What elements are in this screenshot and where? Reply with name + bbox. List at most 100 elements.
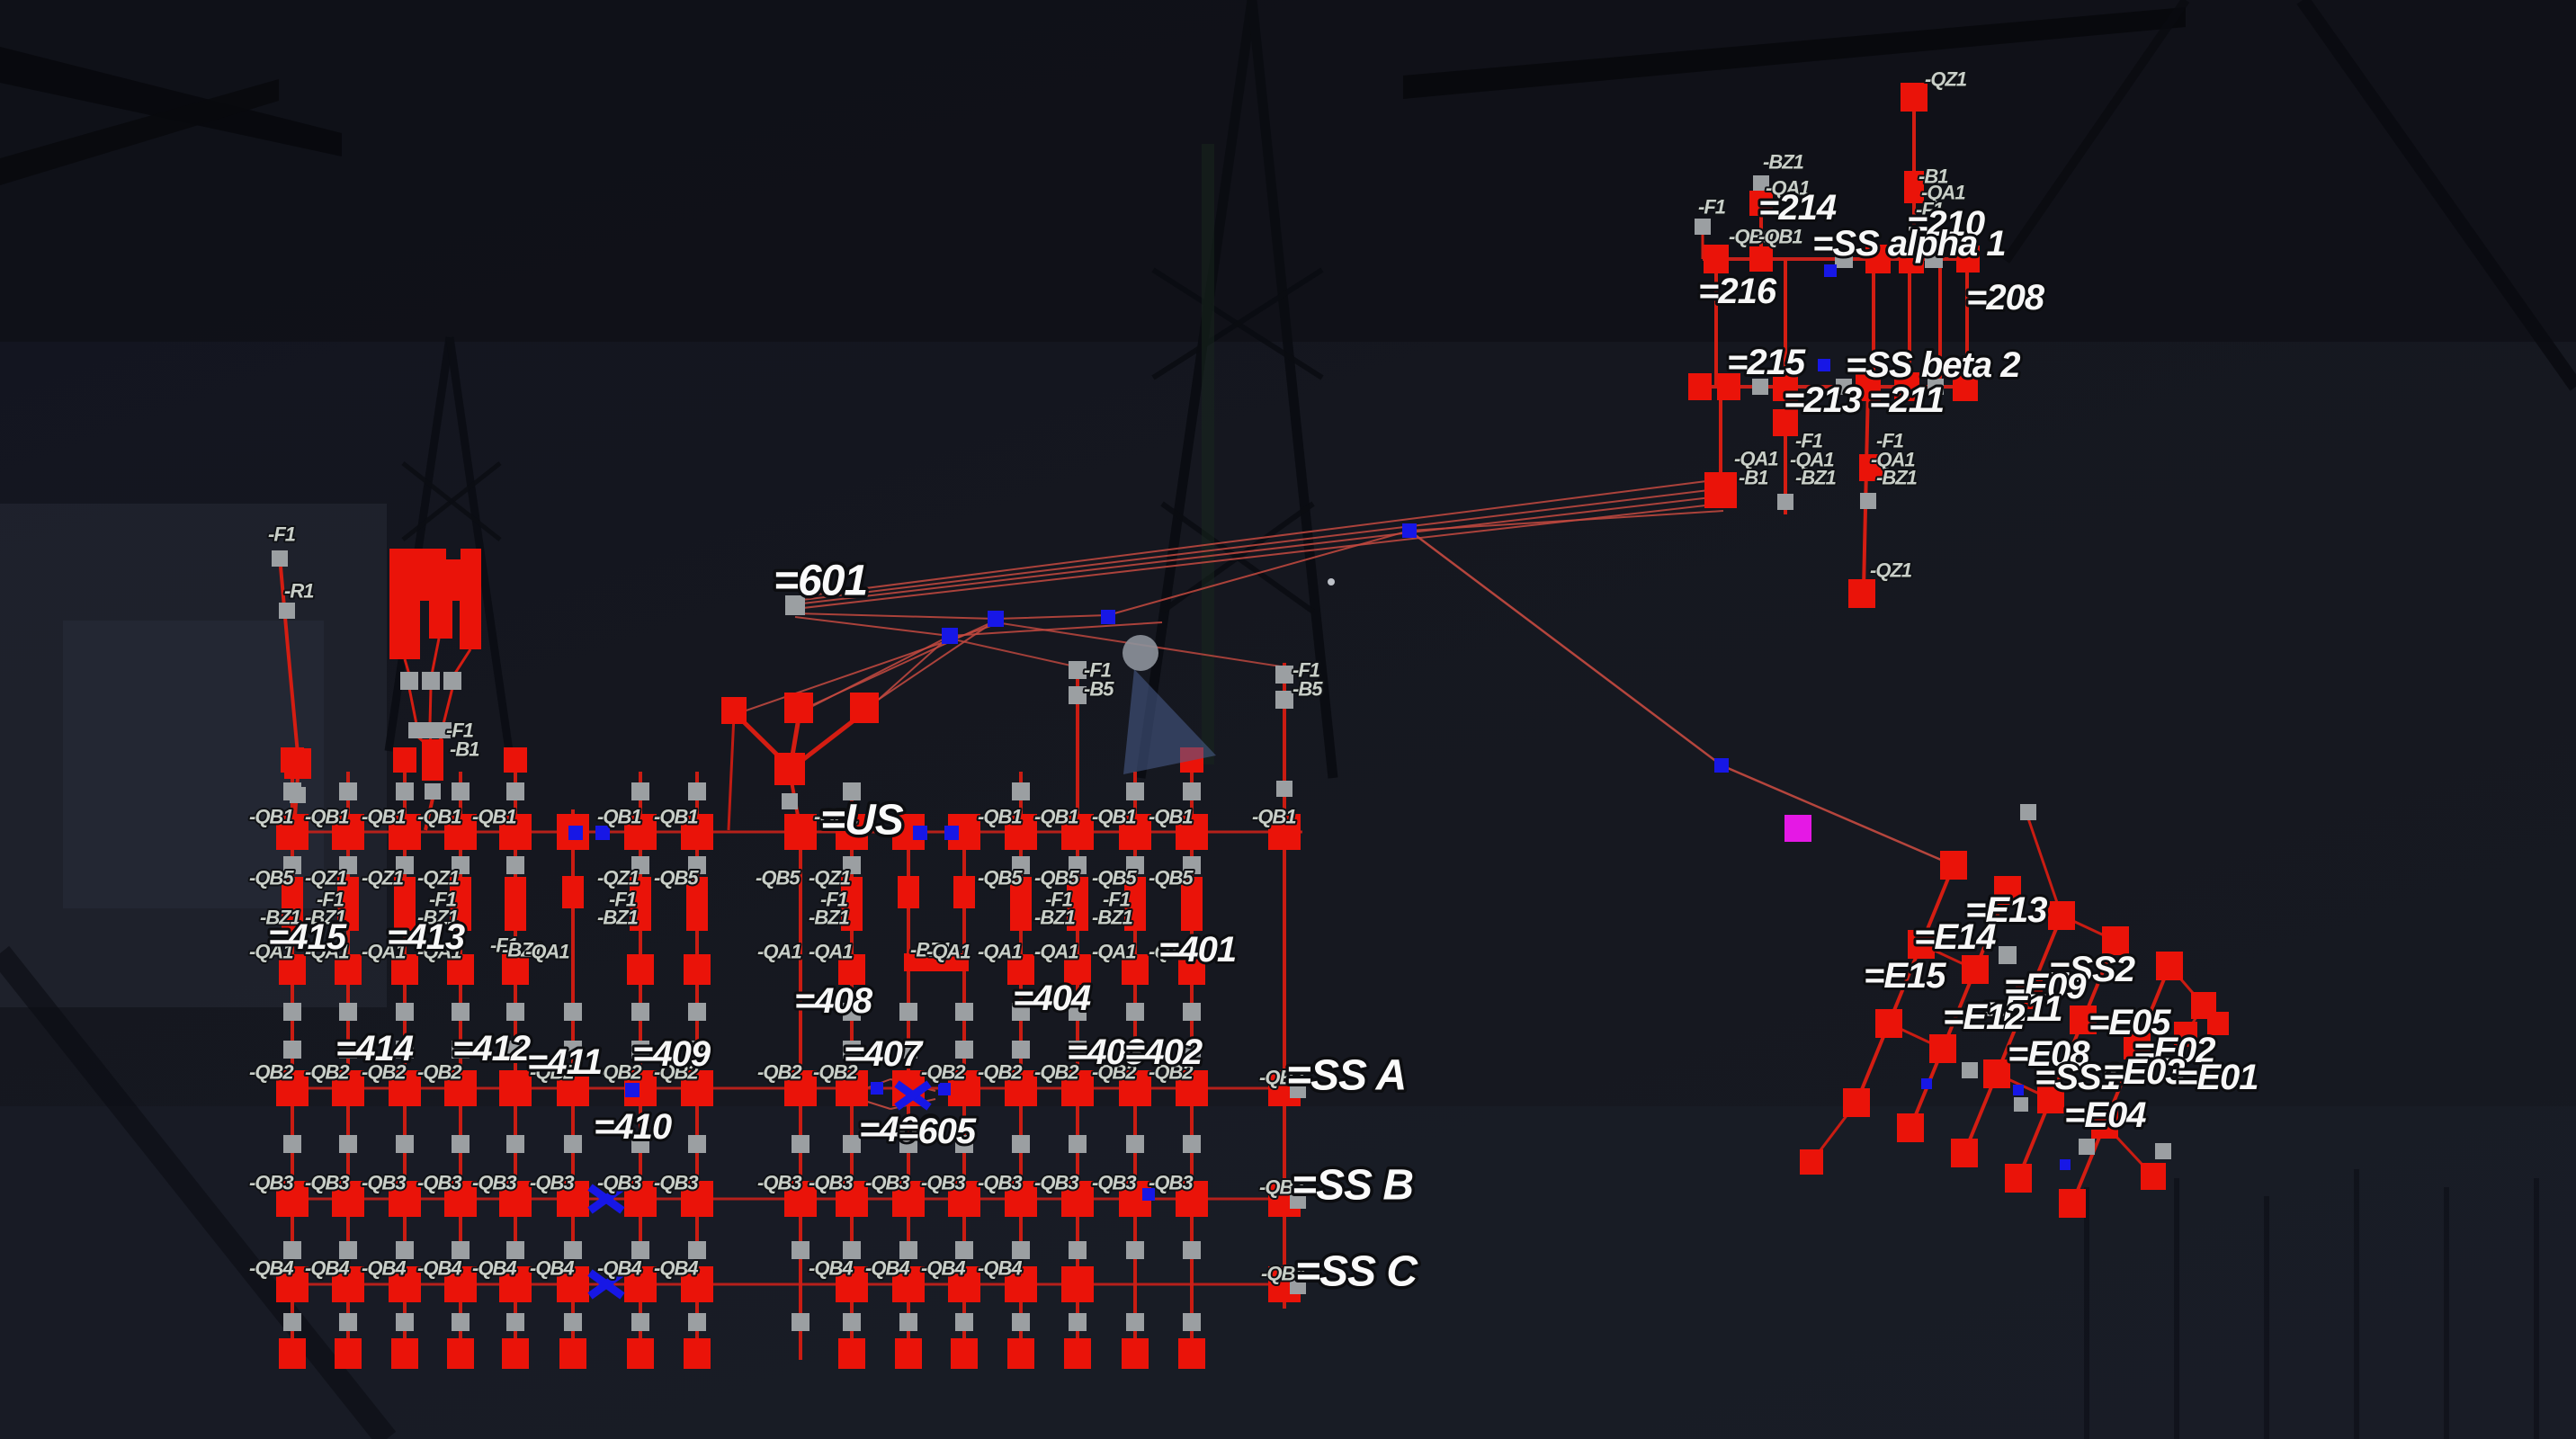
- transformer-blob[interactable]: [389, 549, 481, 659]
- junction-node[interactable]: [2013, 1085, 2024, 1095]
- isolator-node[interactable]: [283, 1135, 301, 1153]
- isolator-node[interactable]: [1069, 856, 1087, 874]
- isolator-node[interactable]: [1752, 379, 1768, 395]
- equipment-node[interactable]: [447, 954, 474, 985]
- bus-node[interactable]: [1176, 1070, 1208, 1106]
- bay-label[interactable]: =208: [1963, 275, 2049, 320]
- bay-label[interactable]: =401: [1156, 927, 1239, 972]
- bay-label[interactable]: =E03: [2100, 1050, 2188, 1095]
- isolator-node[interactable]: [955, 1241, 973, 1259]
- isolator-node[interactable]: [396, 1041, 414, 1059]
- equipment-node[interactable]: [2102, 926, 2129, 955]
- equipment-node[interactable]: [505, 877, 526, 931]
- equipment-node[interactable]: [1064, 954, 1091, 985]
- equipment-node[interactable]: [686, 877, 708, 931]
- isolator-node[interactable]: [2020, 804, 2036, 820]
- isolator-node[interactable]: [1183, 782, 1201, 800]
- bus-node[interactable]: [624, 814, 657, 850]
- equipment-node[interactable]: [1953, 372, 1978, 401]
- equipment-node[interactable]: [951, 1338, 978, 1369]
- equipment-node[interactable]: [1122, 1338, 1149, 1369]
- isolator-node[interactable]: [1012, 782, 1030, 800]
- junction-node[interactable]: [1142, 1188, 1155, 1201]
- equipment-node[interactable]: [2141, 1163, 2166, 1190]
- isolator-node[interactable]: [1069, 661, 1087, 679]
- equipment-node[interactable]: [1124, 877, 1146, 931]
- bay-label[interactable]: =E09: [2001, 964, 2090, 1009]
- isolator-node[interactable]: [279, 603, 295, 619]
- bay-label[interactable]: =413: [384, 915, 469, 960]
- isolator-node[interactable]: [1012, 1003, 1030, 1021]
- isolator-node[interactable]: [396, 1003, 414, 1021]
- bay-label[interactable]: =E15: [1861, 953, 1950, 998]
- isolator-node[interactable]: [1126, 782, 1144, 800]
- busbar-label[interactable]: =US: [818, 793, 908, 847]
- selection-node[interactable]: [1784, 815, 1811, 842]
- bay-label[interactable]: =412: [450, 1026, 534, 1071]
- equipment-node[interactable]: [784, 693, 813, 723]
- equipment-node[interactable]: [684, 954, 711, 985]
- bay-label[interactable]: =E05: [2086, 1000, 2175, 1045]
- equipment-node[interactable]: [1983, 1059, 2010, 1088]
- bus-node[interactable]: [1061, 1181, 1094, 1217]
- bay-label[interactable]: =213: [1781, 378, 1865, 423]
- isolator-node[interactable]: [283, 1003, 301, 1021]
- isolator-node[interactable]: [899, 1313, 917, 1331]
- bus-node[interactable]: [836, 1181, 868, 1217]
- bus-node[interactable]: [624, 1181, 657, 1217]
- bus-node[interactable]: [836, 1070, 868, 1106]
- isolator-node[interactable]: [1183, 1041, 1201, 1059]
- bus-node[interactable]: [784, 1070, 817, 1106]
- isolator-node[interactable]: [688, 1041, 706, 1059]
- isolator-node[interactable]: [631, 1135, 649, 1153]
- equipment-node[interactable]: [1717, 373, 1740, 400]
- bus-node[interactable]: [1061, 1266, 1094, 1302]
- equipment-node[interactable]: [2124, 1031, 2151, 1059]
- busbar-label[interactable]: =SS C: [1292, 1245, 1423, 1299]
- isolator-node[interactable]: [452, 1003, 470, 1021]
- equipment-node[interactable]: [1856, 372, 1881, 401]
- bus-node[interactable]: [389, 1181, 421, 1217]
- bus-node[interactable]: [276, 1070, 309, 1106]
- junction-node[interactable]: [913, 826, 927, 840]
- equipment-node[interactable]: [335, 954, 362, 985]
- bus-node[interactable]: [1176, 814, 1208, 850]
- isolator-node[interactable]: [688, 856, 706, 874]
- isolator-node[interactable]: [1012, 1241, 1030, 1259]
- bus-node[interactable]: [1005, 1266, 1037, 1302]
- isolator-node[interactable]: [452, 1135, 470, 1153]
- equipment-node[interactable]: [2048, 901, 2075, 930]
- isolator-node[interactable]: [1777, 494, 1793, 510]
- isolator-node[interactable]: [1069, 1135, 1087, 1153]
- equipment-node[interactable]: [559, 1338, 586, 1369]
- isolator-node[interactable]: [396, 1135, 414, 1153]
- bay-label[interactable]: =SS beta 2: [1843, 343, 2024, 388]
- isolator-node[interactable]: [339, 1135, 357, 1153]
- isolator-node[interactable]: [422, 672, 440, 690]
- equipment-node[interactable]: [2156, 952, 2183, 980]
- equipment-node[interactable]: [1178, 1338, 1205, 1369]
- isolator-node[interactable]: [2155, 1143, 2171, 1159]
- equipment-node[interactable]: [335, 1338, 362, 1369]
- bus-node[interactable]: [681, 1266, 713, 1302]
- isolator-node[interactable]: [339, 1241, 357, 1259]
- bus-node[interactable]: [836, 814, 868, 850]
- isolator-node[interactable]: [396, 782, 414, 800]
- isolator-node[interactable]: [1126, 1241, 1144, 1259]
- bay-label[interactable]: =409: [630, 1032, 715, 1077]
- bay-label[interactable]: =406: [856, 1107, 942, 1152]
- isolator-node[interactable]: [955, 1003, 973, 1021]
- bus-node[interactable]: [557, 1070, 589, 1106]
- isolator-node[interactable]: [435, 722, 452, 738]
- equipment-node[interactable]: [1929, 1034, 1956, 1063]
- isolator-node[interactable]: [506, 1313, 524, 1331]
- isolator-node[interactable]: [283, 1313, 301, 1331]
- bus-node[interactable]: [784, 1181, 817, 1217]
- equipment-node[interactable]: [394, 877, 416, 931]
- bus-node[interactable]: [948, 1266, 980, 1302]
- isolator-node[interactable]: [1276, 781, 1292, 797]
- bus-node[interactable]: [1268, 814, 1301, 850]
- isolator-node[interactable]: [506, 1003, 524, 1021]
- equipment-node[interactable]: [1800, 1149, 1823, 1175]
